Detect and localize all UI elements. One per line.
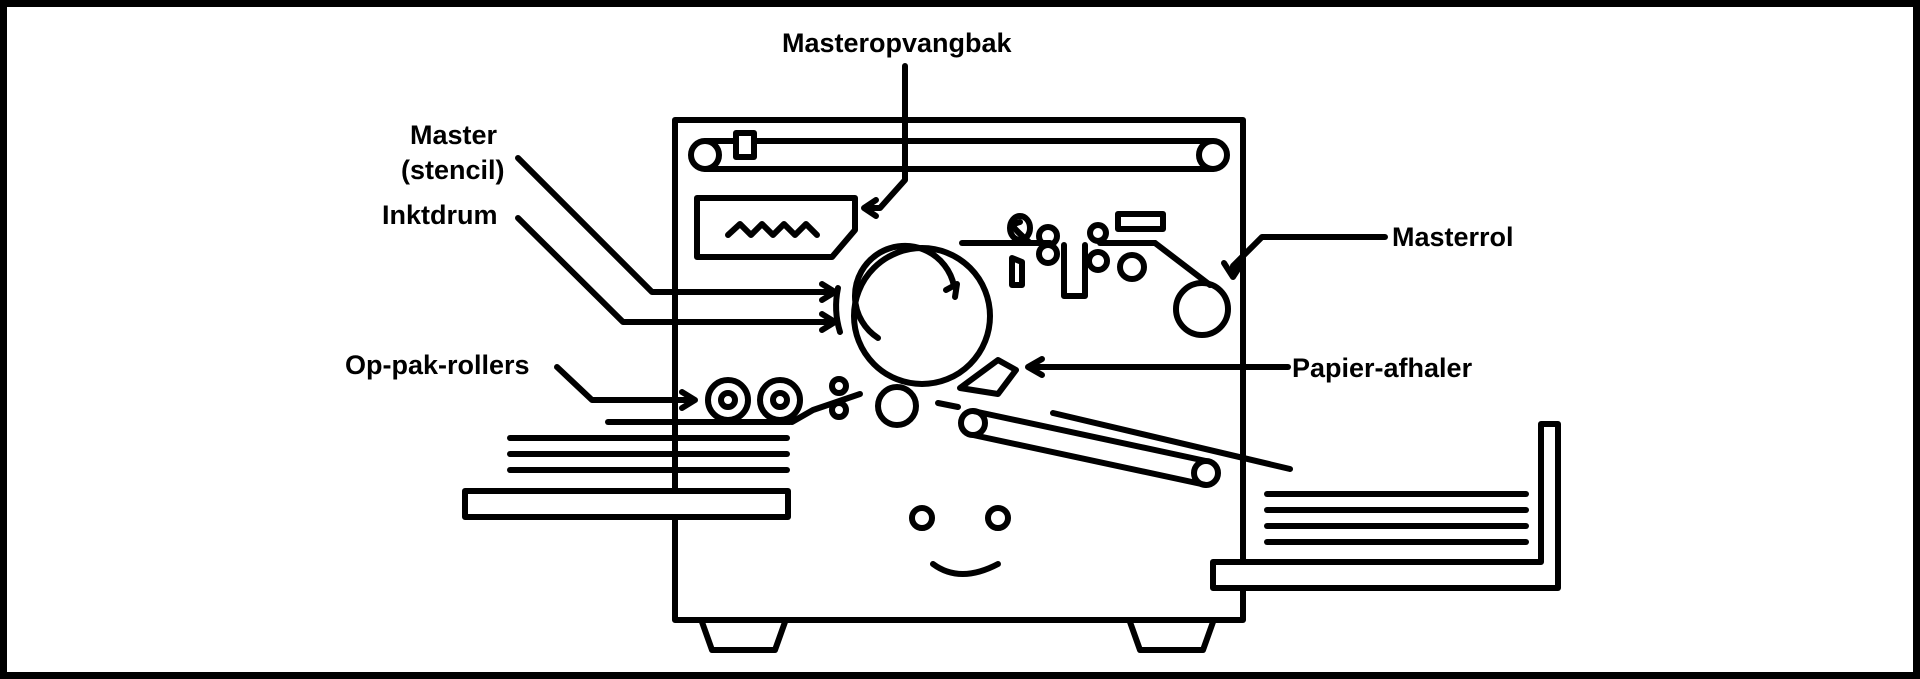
exit-conveyor — [935, 400, 1293, 488]
label-papier-afhaler: Papier-afhaler — [1292, 353, 1473, 383]
paper-separator — [957, 357, 1019, 397]
foot-left — [699, 619, 788, 653]
ink-drum — [833, 242, 993, 387]
label-master-line1: Master — [410, 120, 498, 150]
leader-lines — [515, 63, 1388, 411]
output-paper-tray — [1210, 421, 1561, 591]
label-op-pak-rollers: Op-pak-rollers — [345, 350, 530, 380]
smiley-face — [909, 505, 1011, 577]
input-paper-tray — [462, 419, 793, 520]
top-conveyor — [688, 130, 1230, 172]
label-masterrol: Masterrol — [1392, 222, 1514, 252]
impression-roller — [875, 384, 919, 428]
label-master-line2: (stencil) — [401, 155, 505, 185]
master-path — [959, 211, 1213, 299]
master-roll — [1173, 280, 1231, 338]
label-inktdrum: Inktdrum — [382, 200, 498, 230]
master-disposal-box — [694, 195, 858, 260]
feed-rollers — [705, 376, 863, 425]
label-masteropvangbak: Masteropvangbak — [782, 28, 1013, 58]
foot-right — [1127, 619, 1216, 653]
